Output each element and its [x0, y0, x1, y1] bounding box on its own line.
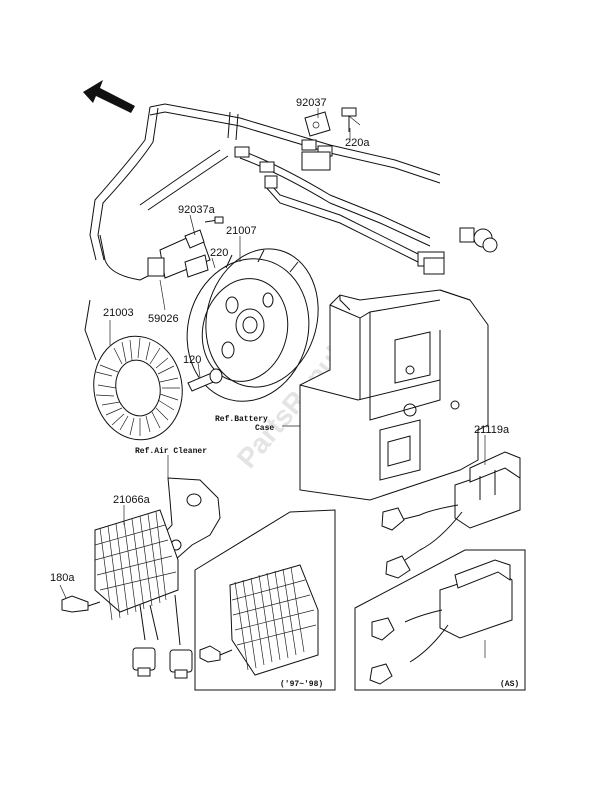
flywheel-rotor-21007 [186, 248, 319, 402]
label-years-97-98: ('97~'98) [280, 680, 323, 689]
part-labels: 92037 220a 92037a 21007 220 21003 59026 … [50, 97, 519, 689]
label-21007: 21007 [226, 225, 257, 237]
label-92037: 92037 [296, 97, 327, 109]
label-120: 120 [183, 354, 201, 366]
label-21066a: 21066a [113, 494, 151, 506]
battery-case [299, 289, 489, 501]
air-cleaner-bracket [157, 455, 221, 561]
leader-lines [59, 108, 486, 658]
bolt-180a [61, 595, 101, 613]
inset-as [354, 549, 526, 691]
bolt-120 [187, 368, 223, 392]
label-ref-air-cleaner: Ref.Air Cleaner [135, 447, 207, 456]
front-direction-arrow [83, 80, 135, 113]
label-21119a: 21119a [474, 424, 510, 436]
inset-97-98 [194, 509, 336, 691]
ignitor-21119a [381, 451, 521, 579]
stator-21003 [84, 299, 183, 441]
label-ref-battery-case-line2: Case [255, 424, 274, 433]
bolt-220a [341, 107, 361, 132]
stator-bracket [147, 216, 224, 279]
label-92037a: 92037a [178, 204, 216, 216]
clamp-92037 [304, 111, 331, 137]
label-220a: 220a [345, 137, 370, 149]
label-21003: 21003 [103, 307, 134, 319]
label-220: 220 [210, 247, 228, 259]
label-180a: 180a [50, 572, 75, 584]
regulator-21066a [94, 509, 193, 679]
label-ref-battery-case-line1: Ref.Battery [215, 415, 268, 424]
wiring-harness [89, 103, 498, 281]
label-as: (AS) [500, 680, 519, 689]
label-59026: 59026 [148, 313, 179, 325]
